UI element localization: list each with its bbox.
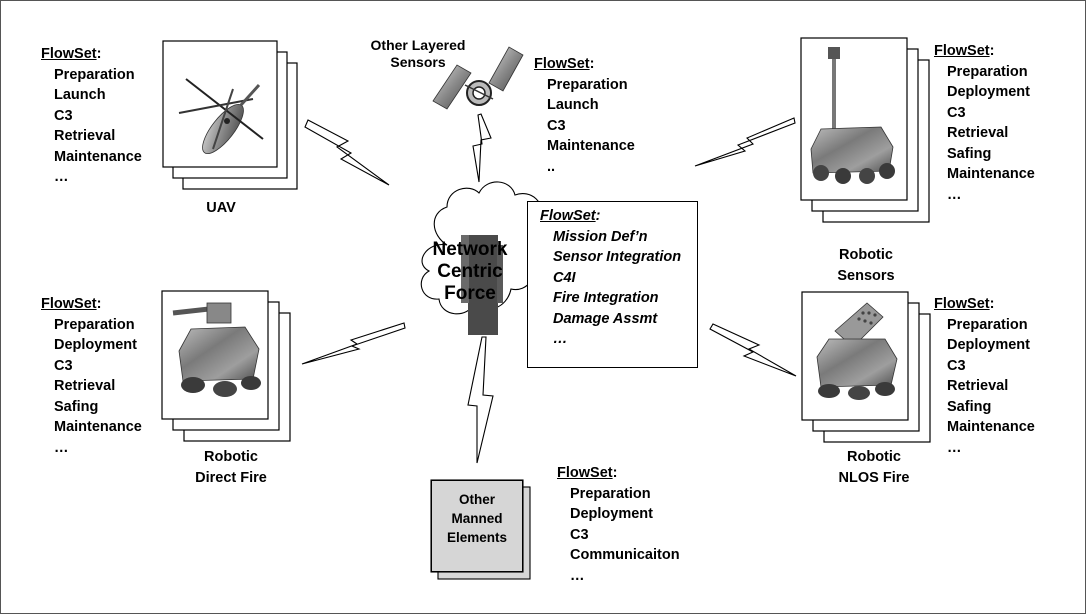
network-cloud <box>420 181 548 335</box>
list-item: Preparation <box>570 485 651 502</box>
list-item: Preparation <box>54 66 135 83</box>
lightning-direct-fire <box>301 322 406 365</box>
list-item: Retrieval <box>947 378 1009 394</box>
direct-fire-label: Robotic Direct Fire <box>177 447 285 488</box>
list-item: Deployment <box>947 337 1030 353</box>
list-item: … <box>54 439 69 456</box>
direct-fire-flowset-heading: FlowSet <box>41 296 97 312</box>
nlos-fire-page-stack <box>801 291 931 443</box>
nlos-fire-label-line2: NLOS Fire <box>838 469 910 486</box>
lightning-nlos-fire <box>709 323 797 377</box>
list-item: Retrieval <box>54 378 116 394</box>
list-item: Fire Integration <box>553 290 659 306</box>
lightning-uav <box>304 119 390 186</box>
sensors-label-line2: Sensors <box>390 54 446 70</box>
comm-links <box>301 113 797 464</box>
list-item: Safing <box>54 398 99 415</box>
list-item: Safing <box>947 398 992 415</box>
list-item: C3 <box>54 357 73 374</box>
manned-flowset: FlowSet: Preparation Deployment C3 Commu… <box>557 463 680 586</box>
nlos-fire-label: Robotic NLOS Fire <box>824 447 924 488</box>
sensors-label: Other Layered Sensors <box>358 37 478 71</box>
list-item: Mission Def’n <box>553 228 648 245</box>
sensors-flowset-heading: FlowSet <box>534 56 590 72</box>
list-item: Retrieval <box>54 128 116 144</box>
list-item: Preparation <box>947 63 1028 80</box>
robotic-sensors-page-stack <box>800 37 930 223</box>
nlos-vehicle-image <box>816 302 898 400</box>
sensor-vehicle-image <box>810 47 895 184</box>
list-item: Preparation <box>547 76 628 93</box>
nlos-fire-flowset-heading: FlowSet <box>934 296 990 312</box>
network-label-line3: Force <box>444 283 496 304</box>
list-item: … <box>570 567 585 584</box>
direct-fire-label-line2: Direct Fire <box>195 469 267 486</box>
list-item: Maintenance <box>947 166 1035 182</box>
manned-label-line3: Elements <box>446 530 508 545</box>
manned-elements-box: Other Manned Elements <box>431 480 523 572</box>
list-item: Maintenance <box>54 148 142 165</box>
list-item: Retrieval <box>947 125 1009 141</box>
robotic-sensors-flowset: FlowSet: Preparation Deployment C3 Retri… <box>934 41 1035 205</box>
list-item: .. <box>547 158 556 175</box>
sensors-label-line1: Other Layered <box>370 37 466 53</box>
network-centric-force-label: Network Centric Force <box>415 239 525 305</box>
direct-fire-vehicle-image <box>172 302 261 397</box>
lightning-robotic-sensors <box>694 117 796 167</box>
list-item: … <box>54 169 69 185</box>
list-item: … <box>947 186 962 203</box>
lightning-manned <box>467 336 494 464</box>
uav-aircraft-image <box>178 78 264 154</box>
list-item: Preparation <box>54 316 135 333</box>
satellite-image <box>432 46 524 110</box>
uav-flowset: FlowSet: Preparation Launch C3 Retrieval… <box>41 44 142 188</box>
list-item: Deployment <box>947 84 1030 100</box>
network-label-line2: Centric <box>437 261 503 282</box>
direct-fire-flowset: FlowSet: Preparation Deployment C3 Retri… <box>41 294 142 458</box>
uav-label: UAV <box>206 200 236 216</box>
manned-label-line1: Other <box>458 492 495 507</box>
list-item: Safing <box>947 145 992 162</box>
list-item: C3 <box>947 357 966 374</box>
list-item: Launch <box>54 87 106 103</box>
lightning-satellite <box>472 113 492 183</box>
list-item: … <box>947 439 962 456</box>
robotic-sensors-label-line1: Robotic <box>839 247 893 263</box>
manned-flowset-heading: FlowSet <box>557 465 613 481</box>
list-item: Damage Assmt <box>553 310 658 327</box>
list-item: Deployment <box>570 506 653 522</box>
list-item: C3 <box>947 104 966 121</box>
list-item: Maintenance <box>947 419 1035 435</box>
direct-fire-label-line1: Robotic <box>204 449 258 465</box>
nlos-fire-label-line1: Robotic <box>847 449 901 465</box>
list-item: Maintenance <box>54 419 142 435</box>
list-item: C3 <box>547 117 566 134</box>
list-item: Launch <box>547 97 599 113</box>
list-item: C3 <box>54 107 73 124</box>
list-item: Sensor Integration <box>553 249 682 265</box>
network-label-line1: Network <box>432 239 508 260</box>
robotic-sensors-flowset-heading: FlowSet <box>934 43 990 59</box>
list-item: C4I <box>553 269 576 286</box>
list-item: Maintenance <box>547 138 635 154</box>
list-item: Preparation <box>947 316 1028 333</box>
direct-fire-page-stack <box>161 290 291 442</box>
list-item: C3 <box>570 526 589 543</box>
list-item: … <box>553 331 568 347</box>
list-item: Communicaiton <box>570 547 680 563</box>
network-flowset-box: FlowSet: Mission Def’n Sensor Integratio… <box>527 201 698 368</box>
robotic-sensors-label-line2: Sensors <box>837 267 895 284</box>
uav-flowset-heading: FlowSet <box>41 46 97 62</box>
network-flowset-heading: FlowSet <box>540 208 596 224</box>
manned-label-line2: Manned <box>451 511 503 526</box>
sensors-flowset: FlowSet: Preparation Launch C3 Maintenan… <box>534 54 635 177</box>
robotic-sensors-label: Robotic Sensors <box>821 245 911 286</box>
uav-page-stack <box>162 40 298 190</box>
nlos-fire-flowset: FlowSet: Preparation Deployment C3 Retri… <box>934 294 1035 458</box>
list-item: Deployment <box>54 337 137 353</box>
